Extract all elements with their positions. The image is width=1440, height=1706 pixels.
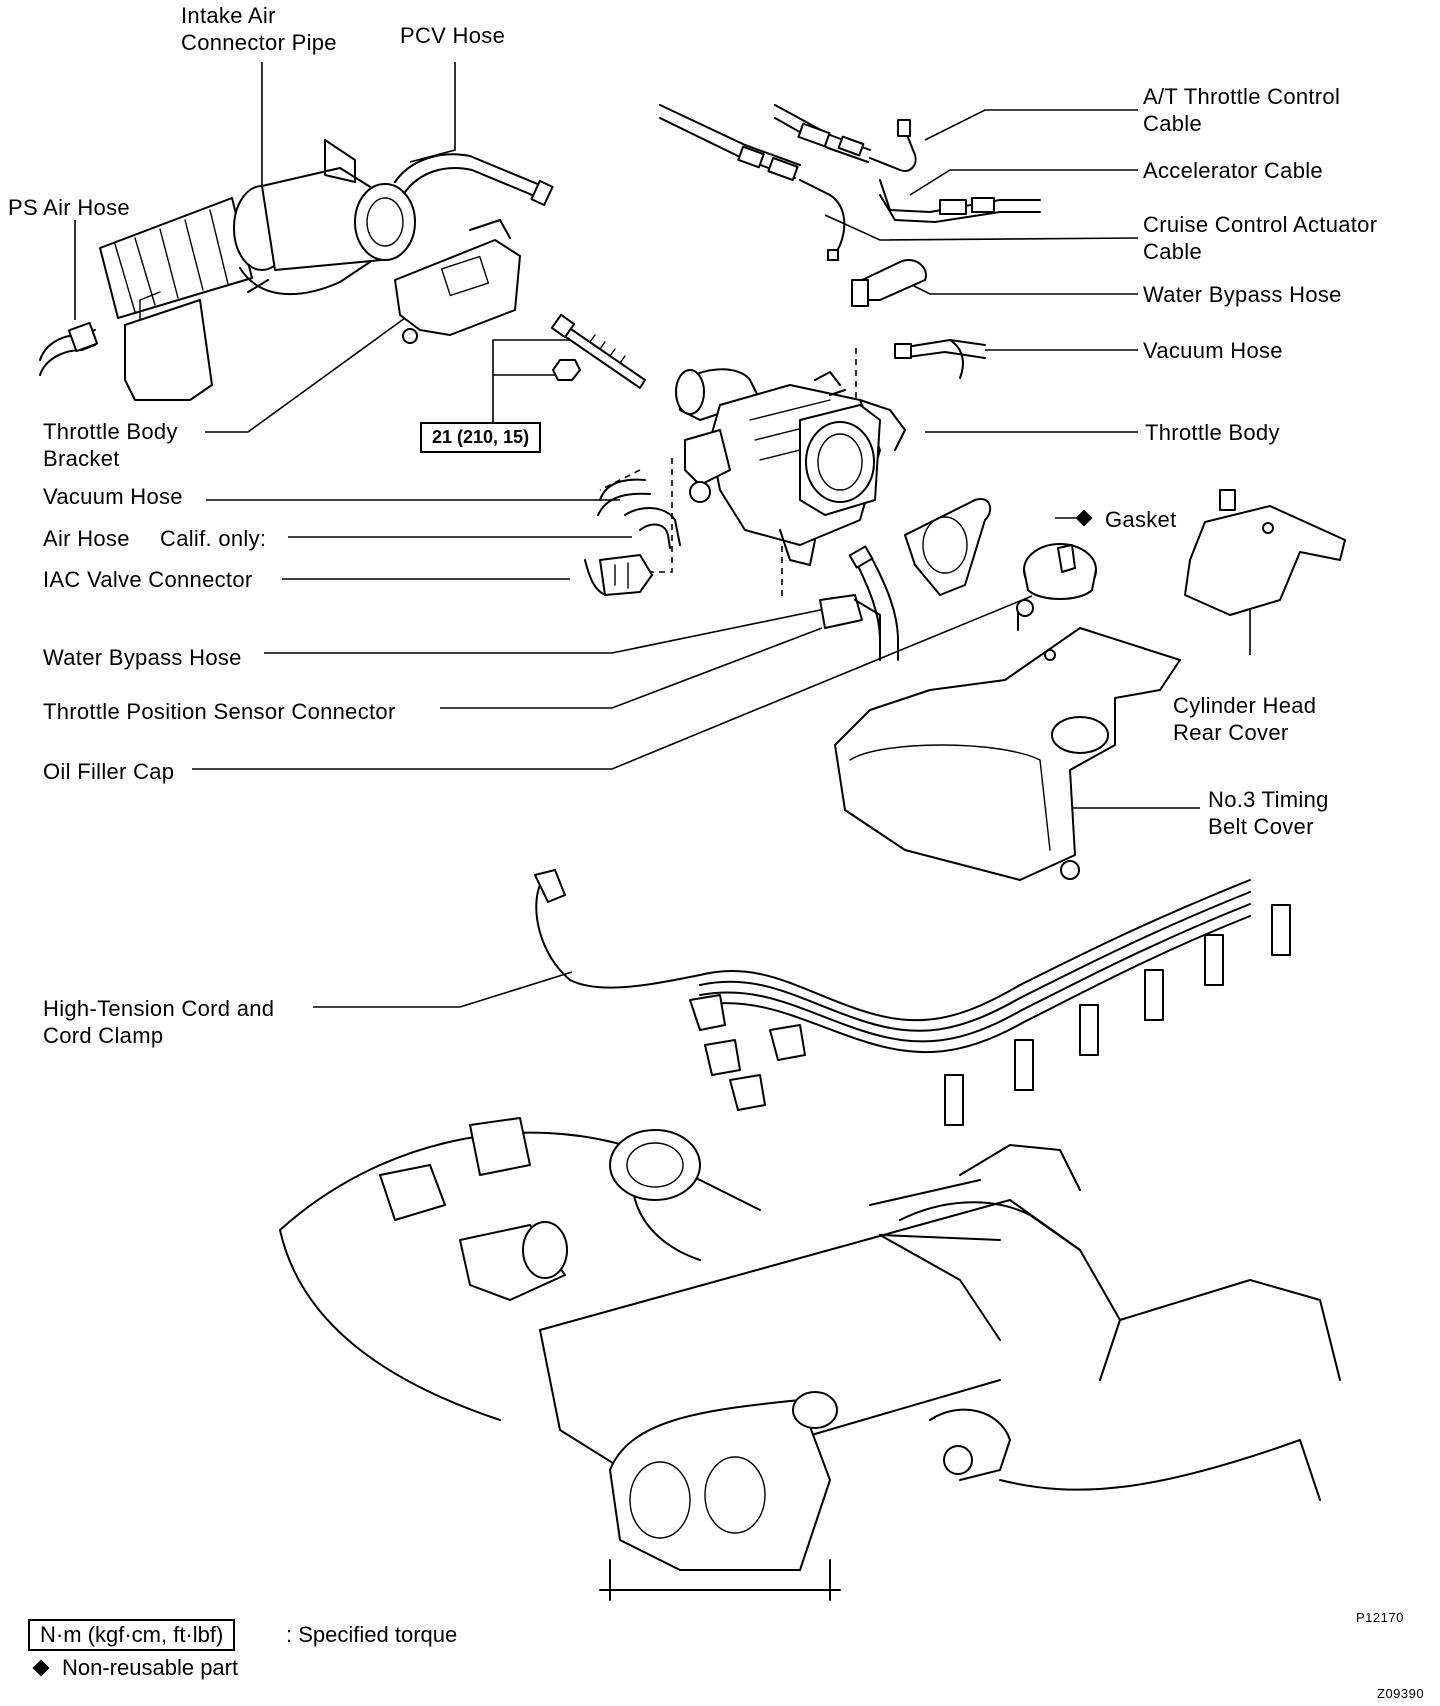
pcv-hose bbox=[394, 153, 554, 207]
label-throttle-body-bracket-line2: Bracket bbox=[43, 446, 120, 471]
torque-spec-box: 21 (210, 15) bbox=[420, 422, 542, 453]
vacuum-and-air-hose bbox=[597, 478, 681, 549]
bolt-and-nut bbox=[550, 313, 646, 389]
label-iac-valve-connector: IAC Valve Connector bbox=[43, 567, 253, 592]
label-throttle-body: Throttle Body bbox=[1145, 420, 1280, 445]
label-throttle-position-sensor-connector: Throttle Position Sensor Connector bbox=[43, 699, 396, 724]
label-cylinder-head-rear-cover-line2: Rear Cover bbox=[1173, 720, 1289, 745]
label-at-throttle-control-cable-line2: Cable bbox=[1143, 111, 1202, 136]
label-cruise-control-actuator-cable-line1: Cruise Control Actuator bbox=[1143, 212, 1378, 237]
legend-nonreusable-desc: Non-reusable part bbox=[62, 1655, 239, 1680]
intake-air-connector-pipe bbox=[99, 139, 416, 319]
label-vacuum-hose-right: Vacuum Hose bbox=[1143, 338, 1283, 363]
label-pcv-hose: PCV Hose bbox=[400, 23, 506, 48]
label-accelerator-cable: Accelerator Cable bbox=[1143, 158, 1323, 183]
high-tension-cords bbox=[534, 869, 1291, 1126]
label-throttle-body-bracket-line1: Throttle Body bbox=[43, 419, 178, 444]
iac-valve-connector bbox=[584, 554, 653, 596]
throttle-body-bracket bbox=[394, 219, 521, 344]
label-at-throttle-control-cable-line1: A/T Throttle Control bbox=[1143, 84, 1341, 109]
throttle-position-sensor-connector bbox=[819, 594, 881, 641]
label-cylinder-head-rear-cover-line1: Cylinder Head bbox=[1173, 693, 1317, 718]
label-high-tension-cord-line2: Cord Clamp bbox=[43, 1023, 164, 1048]
label-water-bypass-hose-left: Water Bypass Hose bbox=[43, 645, 242, 670]
water-bypass-hose-lower bbox=[848, 545, 899, 661]
label-cruise-control-actuator-cable-line2: Cable bbox=[1143, 239, 1202, 264]
label-oil-filler-cap: Oil Filler Cap bbox=[43, 759, 175, 784]
throttle-body bbox=[675, 368, 906, 566]
label-no3-timing-belt-cover-line2: Belt Cover bbox=[1208, 814, 1314, 839]
legend-torque-desc: : Specified torque bbox=[286, 1622, 458, 1647]
label-intake-air-connector-pipe-line2: Connector Pipe bbox=[181, 30, 337, 55]
figure-code-secondary: Z09390 bbox=[1377, 1686, 1425, 1701]
legend-torque-units-box: N·m (kgf·cm, ft·lbf) bbox=[28, 1619, 236, 1651]
vacuum-hose-upper bbox=[894, 339, 986, 379]
label-calif-only: Calif. only: bbox=[160, 526, 267, 551]
label-gasket: Gasket bbox=[1105, 507, 1177, 532]
label-air-hose: Air Hose bbox=[43, 526, 130, 551]
engine-block-outline bbox=[279, 1117, 1341, 1601]
cylinder-head-rear-cover bbox=[1184, 489, 1346, 616]
gasket bbox=[904, 498, 992, 596]
water-bypass-hose-upper bbox=[851, 259, 927, 307]
figure-code-primary: P12170 bbox=[1356, 1610, 1404, 1625]
oil-filler-cap bbox=[1023, 543, 1097, 600]
control-cables bbox=[659, 104, 1041, 261]
label-ps-air-hose: PS Air Hose bbox=[8, 195, 130, 220]
label-no3-timing-belt-cover-line1: No.3 Timing bbox=[1208, 787, 1329, 812]
label-intake-air-connector-pipe-line1: Intake Air bbox=[181, 3, 276, 28]
leader-lines bbox=[74, 62, 1251, 1008]
no3-timing-belt-cover bbox=[834, 599, 1181, 881]
label-water-bypass-hose-right: Water Bypass Hose bbox=[1143, 282, 1342, 307]
label-vacuum-hose-left: Vacuum Hose bbox=[43, 484, 183, 509]
ps-air-hose bbox=[39, 291, 213, 401]
label-high-tension-cord-line1: High-Tension Cord and bbox=[43, 996, 275, 1021]
